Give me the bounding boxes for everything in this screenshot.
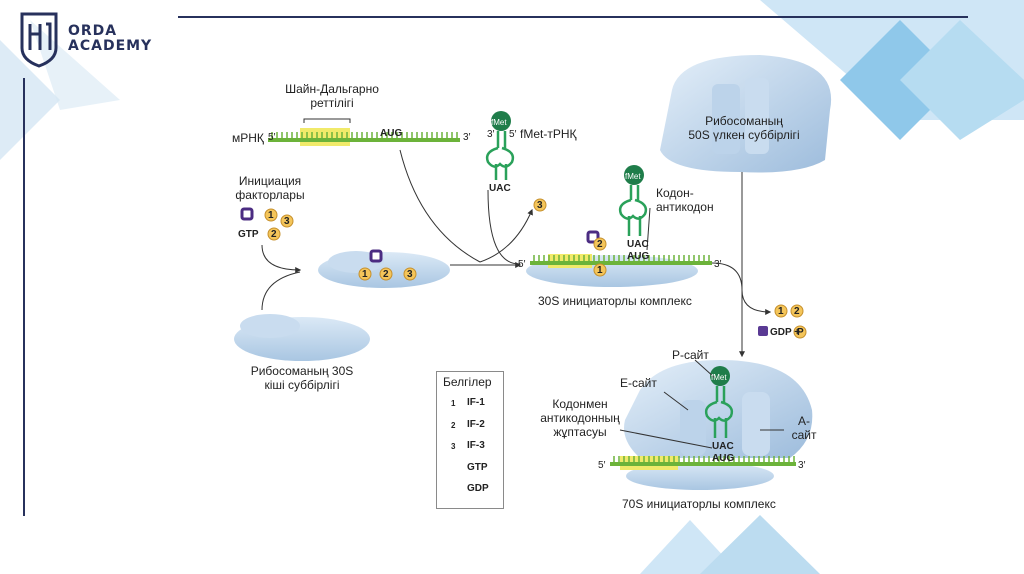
fmet-trna-free [485, 111, 515, 180]
legend-label-if3: IF-3 [467, 440, 485, 451]
codon-pairing-label: Кодонмен антикодонның жұптасуы [540, 397, 620, 439]
legend-symbol-2: 2 [451, 421, 456, 430]
large-subunit-label: Рибосоманың 50S үлкен суббірлігі [688, 114, 800, 142]
logo-text-academy: ACADEMY [68, 38, 153, 54]
if2-number: 2 [271, 229, 277, 240]
codon-anticodon-label: Кодон- антикодон [656, 186, 714, 214]
small-subunit-with-factors [318, 249, 450, 288]
aug-label-3: AUG [712, 453, 735, 464]
shine-dalgarno-label: Шайн-Дальгарно реттілігі [285, 82, 379, 110]
small-subunit-label: Рибосоманың 30S кіші суббірлігі [250, 364, 354, 392]
legend-label-if2: IF-2 [467, 419, 485, 430]
legend-label-gdp: GDP [467, 483, 489, 494]
legend-label-gtp: GTP [467, 462, 488, 473]
five-prime-label-trna: 5′ [509, 129, 517, 140]
phosphate-label: P [797, 327, 804, 338]
three-prime-label-2: 3′ [714, 259, 722, 270]
mrna-strand-top [268, 118, 460, 146]
if1-number: 1 [268, 210, 274, 221]
complex-70s-label: 70S инициаторлы комплекс [622, 497, 776, 511]
if3-number-b: 3 [407, 269, 413, 280]
aug-label-2: AUG [627, 251, 650, 262]
e-site-label: Е-сайт [620, 376, 657, 390]
if1-number-b: 1 [362, 269, 368, 280]
if3-number-c: 3 [537, 200, 543, 211]
if2-number-d: 2 [794, 306, 800, 317]
fmet-label-1: fMet [491, 118, 507, 127]
legend-title: Белгілер [443, 375, 492, 389]
three-prime-label-trna: 3′ [487, 129, 495, 140]
gtp-label: GTP [238, 229, 259, 240]
logo-text-orda: ORDA [68, 23, 118, 39]
mrna-label: мРНҚ [232, 131, 264, 145]
fmet-label-2: fMet [625, 172, 641, 181]
fmet-trna-label: fMet-тРНҚ [520, 127, 577, 141]
if1-number-d: 1 [778, 306, 784, 317]
if2-number-b: 2 [383, 269, 389, 280]
if2-number-c: 2 [597, 239, 603, 250]
large-subunit-50s [660, 55, 832, 173]
uac-label-1: UAC [489, 183, 511, 194]
legend-symbol-3: 3 [451, 442, 456, 451]
gdp-plus-label: GDP + [770, 327, 801, 338]
legend-symbol-1: 1 [451, 399, 456, 408]
uac-label-2: UAC [627, 239, 649, 250]
initiation-complex-30s [526, 165, 712, 287]
if1-number-c: 1 [597, 265, 603, 276]
fmet-label-3: fMet [711, 373, 727, 382]
three-prime-label-1: 3′ [463, 132, 471, 143]
a-site-label: А- сайт [791, 414, 817, 442]
complex-30s-label: 30S инициаторлы комплекс [538, 294, 692, 308]
three-prime-label-3: 3′ [798, 460, 806, 471]
if3-number: 3 [284, 216, 290, 227]
five-prime-label-2: 5′ [518, 259, 526, 270]
initiation-complex-70s [610, 359, 813, 490]
uac-label-3: UAC [712, 441, 734, 452]
init-factors-label: Инициация факторлары [235, 174, 305, 202]
logo-icon [20, 12, 58, 68]
legend-label-if1: IF-1 [467, 397, 485, 408]
aug-label-1: AUG [380, 128, 403, 139]
five-prime-label-3: 5′ [598, 460, 606, 471]
five-prime-label-1: 5′ [268, 132, 276, 143]
p-site-label: Р-сайт [672, 348, 709, 362]
legend-box: Белгілер 1 2 3 IF-1 IF-2 IF-3 GTP GDP [436, 371, 504, 509]
initiation-factors-group [240, 207, 294, 241]
